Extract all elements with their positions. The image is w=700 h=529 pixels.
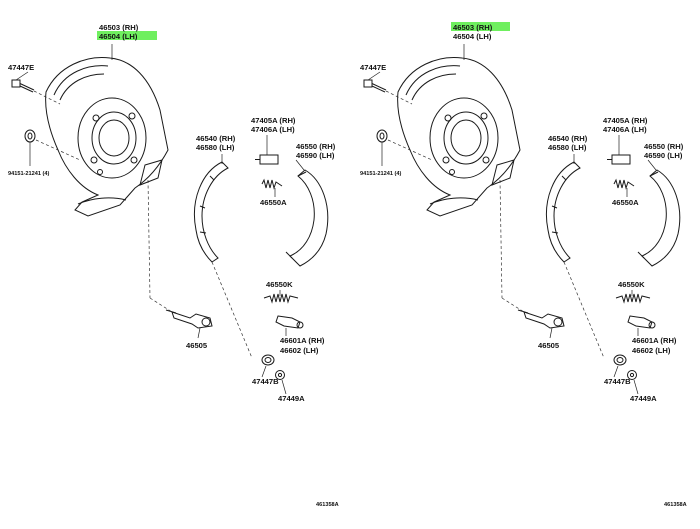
label-backing-plate-rh: 46503 (RH) [99,23,139,32]
label-adjuster-rh: 47405A (RH) [251,116,296,125]
label-shoe2-lh: 46590 (LH) [296,151,335,160]
label-lever-lh: 46602 (LH) [632,346,671,355]
label-shoe-rh: 46540 (RH) [196,134,236,143]
diagram-right: 46503 (RH) 46504 (LH) 47447E 94151-21241… [360,22,687,508]
label-reference: 461358A [316,502,339,508]
label-backing-plate-rh: 46503 (RH) [453,23,493,32]
label-spring-k: 46550K [618,280,645,289]
label-reference: 461358A [664,502,687,508]
label-spring-k: 46550K [266,280,293,289]
label-lever-lh: 46602 (LH) [280,346,319,355]
label-washer: 47449A [278,394,305,403]
label-backing-plate-lh: 46504 (LH) [99,32,138,41]
label-spring-a: 46550A [612,198,639,207]
label-cable: 46505 [538,341,560,350]
highlight-marker [451,22,510,31]
label-plug: 94151-21241 (4) [360,171,402,177]
label-backing-plate-lh: 46504 (LH) [453,32,492,41]
diagram-left: 46503 (RH) 46504 (LH) 47447E 94151-21241… [8,23,339,508]
label-shoe2-rh: 46550 (RH) [296,142,336,151]
label-adjuster-lh: 47406A (LH) [603,125,647,134]
highlight-marker [97,31,157,40]
label-cable: 46505 [186,341,208,350]
label-washer: 47449A [630,394,657,403]
label-adjuster-rh: 47405A (RH) [603,116,648,125]
label-shoe-lh: 46580 (LH) [548,143,587,152]
label-shoe2-lh: 46590 (LH) [644,151,683,160]
label-shoe-rh: 46540 (RH) [548,134,588,143]
label-bolt: 47447E [360,63,386,72]
label-bolt: 47447E [8,63,34,72]
label-spring-a: 46550A [260,198,287,207]
label-plug: 94151-21241 (4) [8,171,50,177]
label-adjuster-lh: 47406A (LH) [251,125,295,134]
label-shoe2-rh: 46550 (RH) [644,142,684,151]
label-nut: 47447B [252,377,279,386]
label-lever-rh: 46601A (RH) [280,336,325,345]
label-nut: 47447B [604,377,631,386]
label-shoe-lh: 46580 (LH) [196,143,235,152]
label-lever-rh: 46601A (RH) [632,336,677,345]
